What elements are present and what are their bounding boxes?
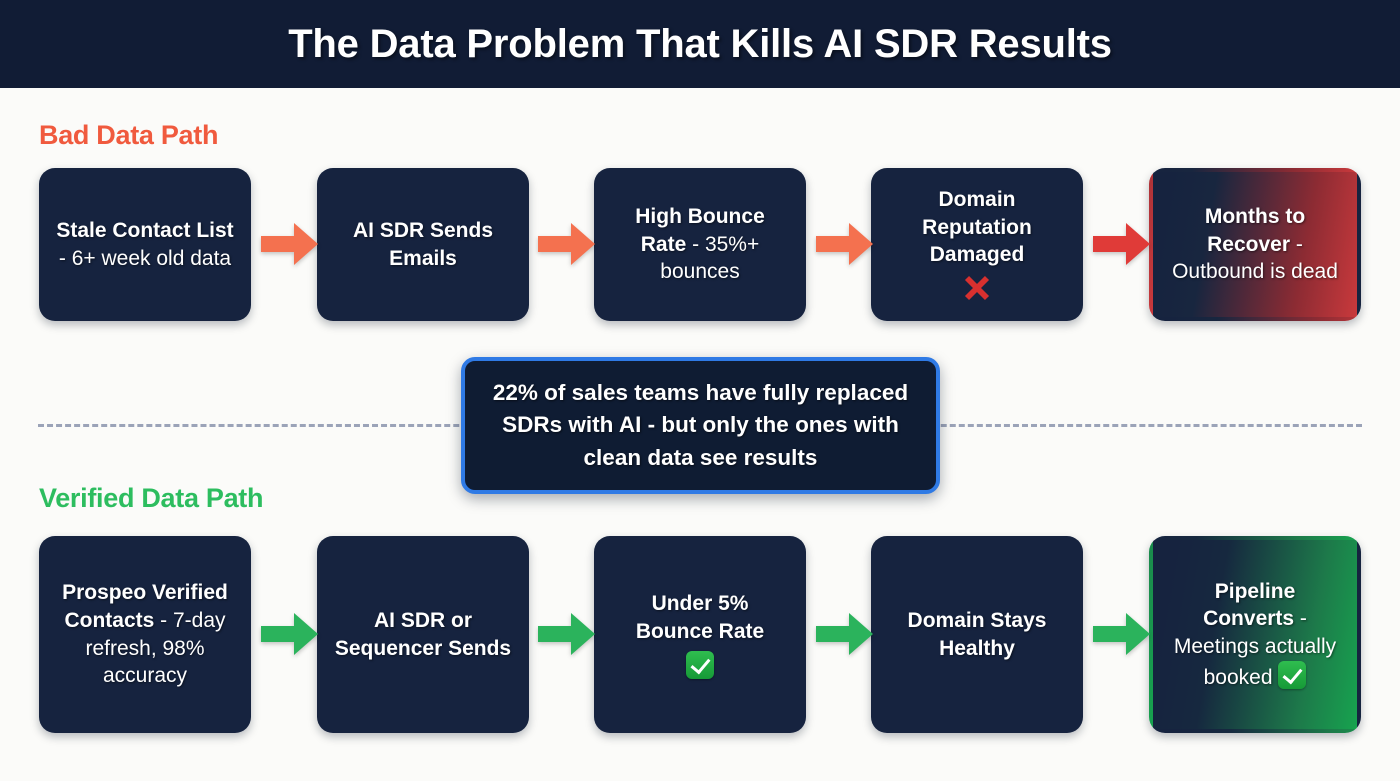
- flow-step-bold: Under 5% Bounce Rate: [635, 591, 765, 643]
- flow-step-text: Domain Reputation Damaged: [889, 186, 1065, 303]
- flow-step-bold: Months to Recover: [1204, 204, 1306, 256]
- check-mark-button-icon: [686, 651, 714, 680]
- arrow-right-icon-good-4: [1093, 610, 1151, 658]
- flow-step-text: AI SDR Sends Emails: [331, 217, 515, 272]
- flow-step-bold: Domain Reputation Damaged: [922, 187, 1032, 267]
- flow-step-bold: AI SDR Sends Emails: [352, 218, 494, 270]
- header-banner: The Data Problem That Kills AI SDR Resul…: [0, 0, 1400, 88]
- flow-step-prospeo-verified-contacts[interactable]: Prospeo Verified Contacts - 7-day refres…: [39, 536, 251, 733]
- flow-step-domain-stays-healthy[interactable]: Domain Stays Healthy: [871, 536, 1083, 733]
- stat-callout-box[interactable]: 22% of sales teams have fully replaced S…: [461, 357, 940, 494]
- stat-callout-text: 22% of sales teams have fully replaced S…: [492, 379, 909, 470]
- flow-step-stale-contact-list[interactable]: Stale Contact List - 6+ week old data: [39, 168, 251, 321]
- section-label-bad-data-path: Bad Data Path: [39, 120, 219, 150]
- flow-step-text: AI SDR or Sequencer Sends: [331, 607, 515, 662]
- arrow-right-icon-good-2: [538, 610, 596, 658]
- flow-step-bold: Prospeo Verified Contacts: [62, 581, 228, 632]
- flow-step-ai-sdr-or-sequencer-sends[interactable]: AI SDR or Sequencer Sends: [317, 536, 529, 733]
- flow-step-text: Stale Contact List - 6+ week old data: [53, 217, 237, 272]
- arrow-right-icon-bad-3: [816, 220, 874, 268]
- arrow-right-icon-bad-1: [261, 220, 319, 268]
- flow-step-rest: - Outbound is dead: [1172, 232, 1338, 284]
- flow-step-rest: - 6+ week old data: [58, 246, 232, 270]
- flow-step-under-5-percent-bounce-rate[interactable]: Under 5% Bounce Rate: [594, 536, 806, 733]
- flow-step-bold: Pipeline Converts: [1203, 579, 1296, 631]
- flow-step-bold: Stale Contact List: [56, 218, 234, 242]
- flow-step-bold: AI SDR or Sequencer Sends: [334, 608, 512, 660]
- flow-step-text: Domain Stays Healthy: [889, 607, 1065, 662]
- flow-step-text: Prospeo Verified Contacts - 7-day refres…: [57, 579, 233, 690]
- check-mark-button-icon: [1278, 660, 1307, 689]
- flow-step-rest: - Meetings actually booked: [1173, 607, 1337, 689]
- arrow-right-icon-good-1: [261, 610, 319, 658]
- flow-step-text: Under 5% Bounce Rate: [612, 590, 788, 680]
- flow-step-rest: - 7-day refresh, 98% accuracy: [85, 608, 226, 688]
- flow-step-months-to-recover[interactable]: Months to Recover - Outbound is dead: [1149, 168, 1361, 321]
- flow-step-text: Months to Recover - Outbound is dead: [1167, 203, 1343, 286]
- flow-step-pipeline-converts[interactable]: Pipeline Converts - Meetings actually bo…: [1149, 536, 1361, 733]
- flow-step-bold: High Bounce Rate: [635, 204, 765, 256]
- flow-step-ai-sdr-sends-emails[interactable]: AI SDR Sends Emails: [317, 168, 529, 321]
- flow-step-high-bounce-rate[interactable]: High Bounce Rate - 35%+ bounces: [594, 168, 806, 321]
- flow-step-domain-reputation-damaged[interactable]: Domain Reputation Damaged: [871, 168, 1083, 321]
- arrow-right-icon-bad-2: [538, 220, 596, 268]
- arrow-right-icon-bad-4: [1093, 220, 1151, 268]
- cross-mark-icon: [964, 276, 990, 301]
- page-title: The Data Problem That Kills AI SDR Resul…: [288, 21, 1112, 66]
- flow-step-text: High Bounce Rate - 35%+ bounces: [612, 203, 788, 286]
- flow-step-rest: - 35%+ bounces: [660, 232, 760, 284]
- flow-step-text: Pipeline Converts - Meetings actually bo…: [1167, 578, 1343, 692]
- arrow-right-icon-good-3: [816, 610, 874, 658]
- section-label-verified-data-path: Verified Data Path: [39, 483, 264, 513]
- flow-step-bold: Domain Stays Healthy: [907, 608, 1047, 660]
